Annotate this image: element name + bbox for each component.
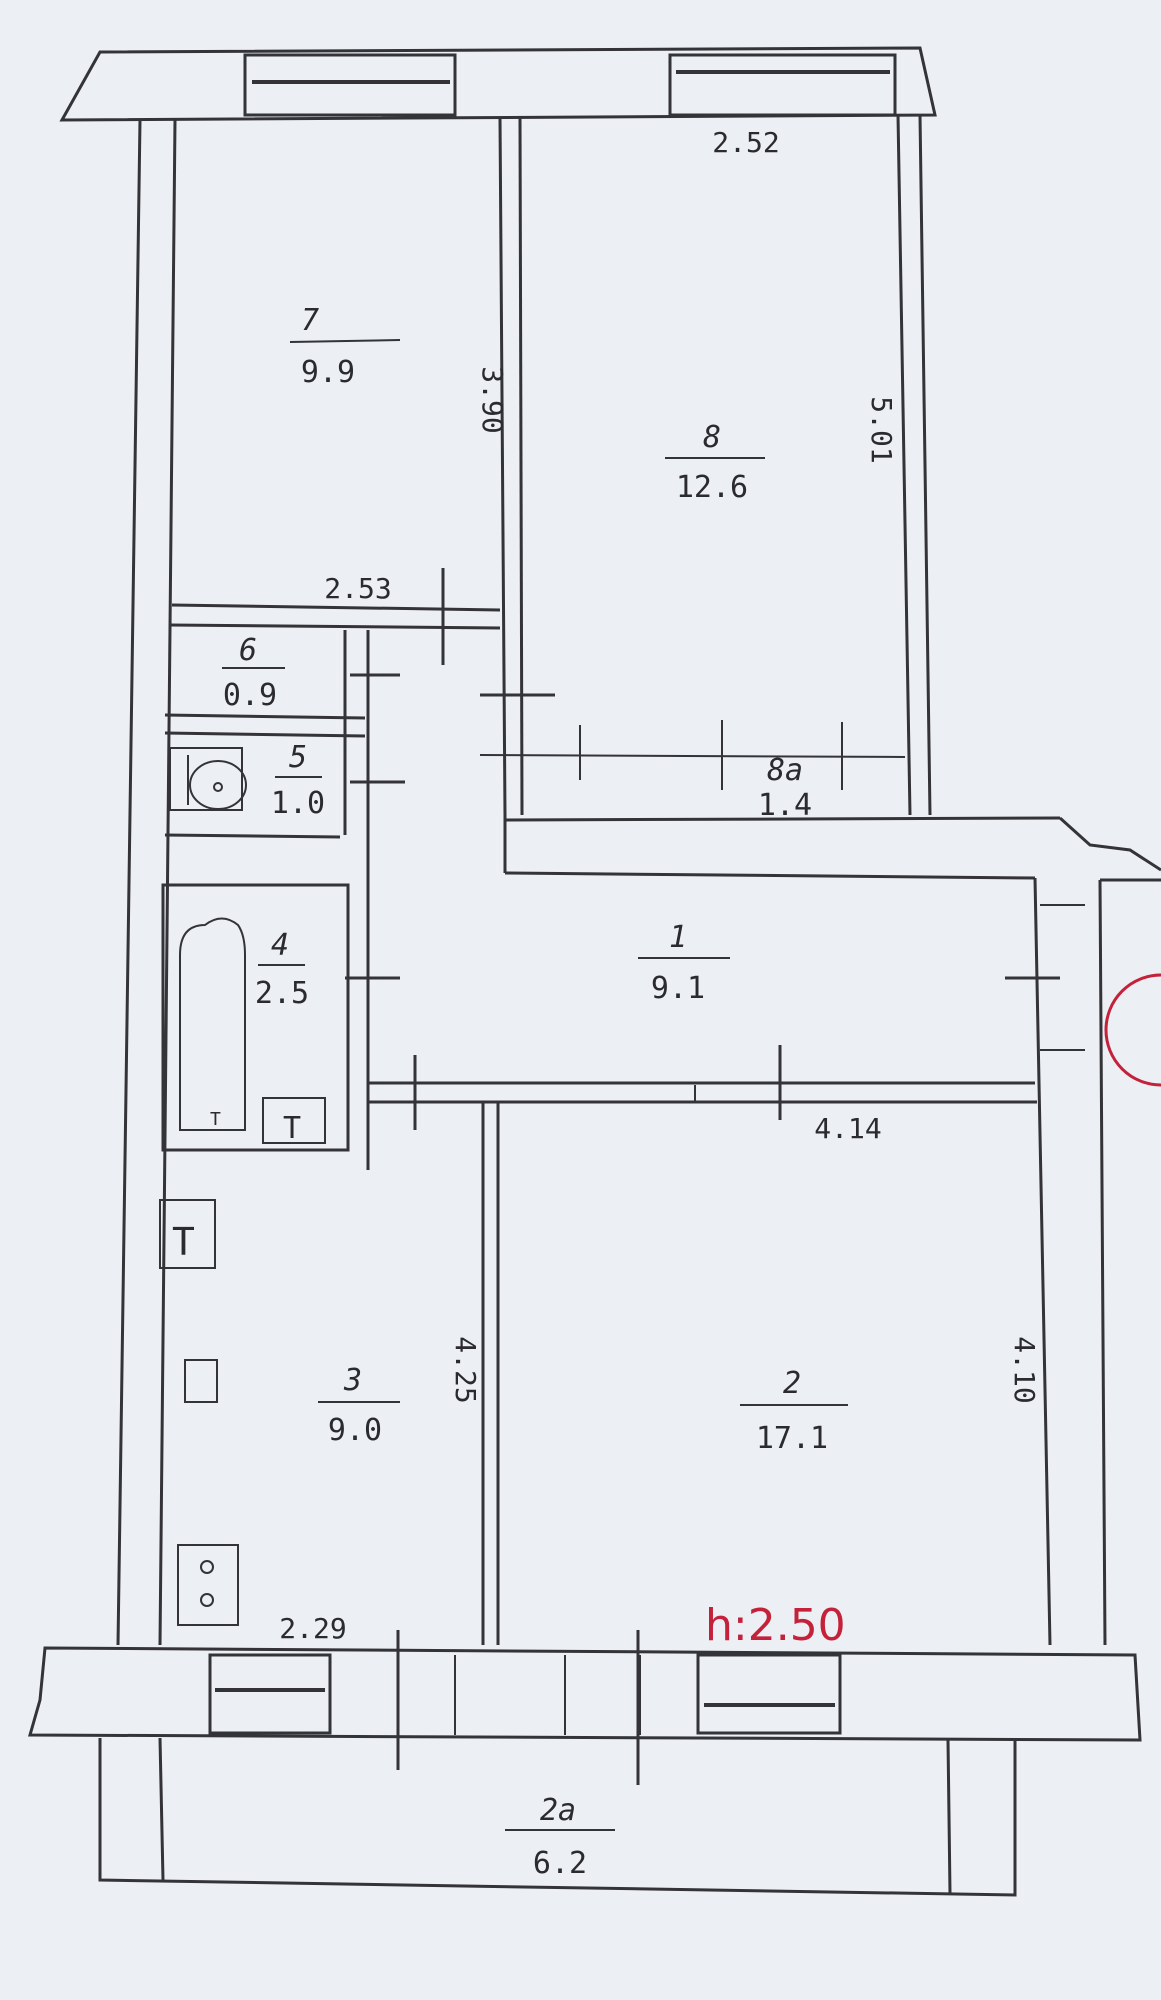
dimension-room8-top: 2.52	[712, 126, 779, 159]
room-number: 1	[669, 920, 687, 955]
room-5-label: 5 1.0	[271, 740, 325, 821]
room-number: 2a	[540, 1793, 576, 1828]
door-markers	[345, 568, 1060, 1785]
bathtub-icon: T	[179, 917, 246, 1131]
walls	[28, 46, 1161, 1897]
dimension-room3-width: 2.29	[279, 1612, 346, 1645]
svg-text:T: T	[172, 1220, 195, 1264]
room-area: 0.9	[223, 678, 277, 713]
svg-text:T: T	[210, 1109, 221, 1130]
sink-icon: T	[262, 1097, 326, 1146]
room-number: 3	[343, 1363, 362, 1398]
meter-icon	[184, 1359, 218, 1403]
dimension-room3-height: 4.25	[449, 1336, 482, 1403]
room-number: 7	[301, 303, 319, 338]
room-area: 9.9	[301, 355, 355, 390]
kitchen-sink-icon: T	[159, 1199, 216, 1269]
room-labels: 7 9.9 8 12.6 6 0.9 5 1.0 8a 1.4 4 2.5	[222, 303, 848, 1881]
room-area: 12.6	[676, 470, 748, 505]
room-6-label: 6 0.9	[222, 633, 285, 713]
dimension-room7-bottom: 2.53	[324, 572, 391, 605]
room-2-label: 2 17.1	[740, 1366, 848, 1456]
room-8-label: 8 12.6	[665, 420, 765, 505]
stamp-fragment	[1104, 973, 1161, 1087]
stove-icon	[177, 1544, 239, 1626]
fixtures: T T T	[159, 747, 326, 1626]
dimension-room8-height: 5.01	[865, 396, 898, 463]
window-top-left	[243, 53, 457, 117]
room-area: 1.0	[271, 786, 325, 821]
room-number: 6	[239, 633, 257, 668]
window-top-right	[668, 53, 897, 117]
room-4-label: 4 2.5	[255, 928, 309, 1011]
room-area: 2.5	[255, 976, 309, 1011]
room-3-label: 3 9.0	[318, 1363, 400, 1448]
room-number: 4	[271, 928, 289, 963]
room-number: 8	[703, 420, 721, 455]
room-1-label: 1 9.1	[638, 920, 730, 1006]
dimension-room2-height: 4.10	[1008, 1336, 1041, 1403]
dimension-room1-width: 4.14	[814, 1112, 881, 1145]
room-2a-label: 2a 6.2	[505, 1793, 615, 1881]
room-number: 8a	[767, 753, 803, 788]
window-bottom-left	[208, 1653, 332, 1735]
dimension-room7-height: 3.90	[476, 366, 509, 433]
room-number: 2	[783, 1366, 801, 1401]
room-area: 6.2	[533, 1846, 587, 1881]
room-area: 9.0	[328, 1413, 382, 1448]
svg-text:T: T	[283, 1111, 301, 1146]
toilet-icon	[169, 747, 247, 811]
room-area: 9.1	[651, 971, 705, 1006]
room-8a-label: 8a 1.4	[758, 753, 812, 823]
room-number: 5	[289, 740, 307, 775]
dimension-labels: 2.52 3.90 5.01 2.53 4.14 4.25 4.10 2.29	[279, 126, 1041, 1645]
room-area: 17.1	[756, 1421, 828, 1456]
ceiling-height-mark: h:2.50	[705, 1600, 846, 1651]
room-7-label: 7 9.9	[289, 303, 401, 390]
window-bottom-right	[696, 1653, 842, 1735]
room-area: 1.4	[758, 788, 812, 823]
